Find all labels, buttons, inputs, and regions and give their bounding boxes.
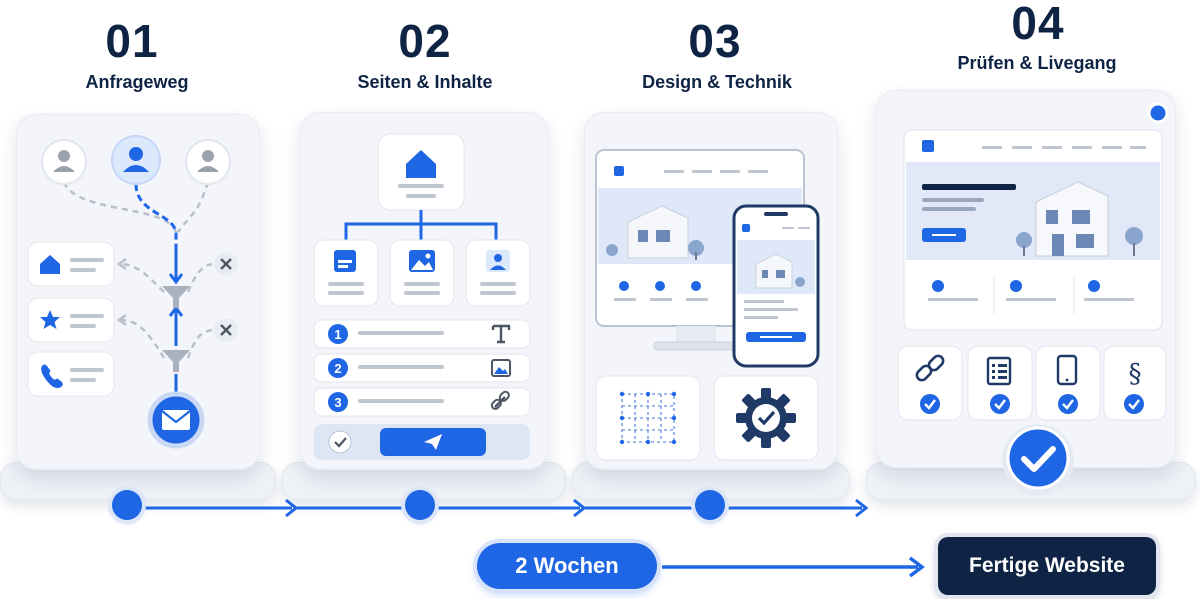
user-icon: [41, 139, 87, 185]
big-check-icon: [1000, 422, 1076, 498]
image-icon: [491, 359, 511, 377]
result-arrow: [662, 556, 925, 578]
duration-badge: 2 Wochen: [477, 543, 657, 589]
step-3-card: [584, 112, 838, 470]
check-icon: [990, 394, 1010, 414]
check-icon: [1124, 394, 1144, 414]
check-icon: [328, 430, 352, 454]
inquiry-flow-diagram: [27, 135, 238, 449]
step-3-number: 03: [688, 15, 742, 67]
filter-icon: [162, 286, 190, 308]
user-icon: [185, 139, 231, 185]
timeline-dot-3: [695, 490, 725, 520]
mail-icon: [147, 391, 205, 449]
list-number-2: 2: [334, 361, 341, 376]
step-2-number: 02: [398, 15, 452, 67]
step-1-number: 01: [105, 15, 159, 67]
home-icon: [406, 150, 436, 178]
timeline-dot-1: [112, 490, 142, 520]
result-badge: Fertige Website: [938, 537, 1156, 595]
paragraph-icon: §: [1129, 359, 1142, 389]
step-2-title: Seiten & Inhalte: [357, 72, 493, 92]
document-icon: [334, 250, 356, 272]
user-icon: [486, 250, 510, 272]
phone-icon: [1056, 354, 1078, 386]
send-icon: [424, 434, 442, 450]
timeline-dot-2: [405, 490, 435, 520]
filter-icon: [162, 350, 190, 372]
list-number-3: 3: [334, 395, 341, 410]
phone-mockup: [732, 204, 820, 368]
step-3-title: Design & Technik: [642, 72, 792, 92]
step-1-card: [16, 114, 260, 470]
step-4-card: §: [876, 90, 1176, 468]
text-icon: [491, 324, 511, 344]
star-icon: [40, 310, 60, 329]
step-1-title: Anfrageweg: [85, 72, 189, 92]
image-icon: [409, 250, 435, 272]
sitemap-diagram: 1 2 3: [313, 133, 531, 460]
design-mockups: [595, 149, 820, 461]
launch-check-diagram: §: [897, 102, 1169, 421]
step-2-card: 1 2 3: [300, 112, 548, 470]
list-number-1: 1: [334, 327, 341, 342]
user-icon: [111, 135, 161, 185]
close-icon: [214, 252, 238, 276]
step-4-title: Prüfen & Livegang: [957, 53, 1117, 73]
link-icon: [915, 354, 945, 382]
checklist-icon: [986, 356, 1012, 386]
link-icon: [490, 390, 510, 410]
phone-icon: [41, 364, 63, 389]
check-icon: [920, 394, 940, 414]
check-icon: [1058, 394, 1078, 414]
close-icon: [214, 318, 238, 342]
gear-check-icon: [736, 388, 796, 448]
step-4-number: 04: [1011, 0, 1065, 49]
home-icon: [40, 255, 60, 274]
